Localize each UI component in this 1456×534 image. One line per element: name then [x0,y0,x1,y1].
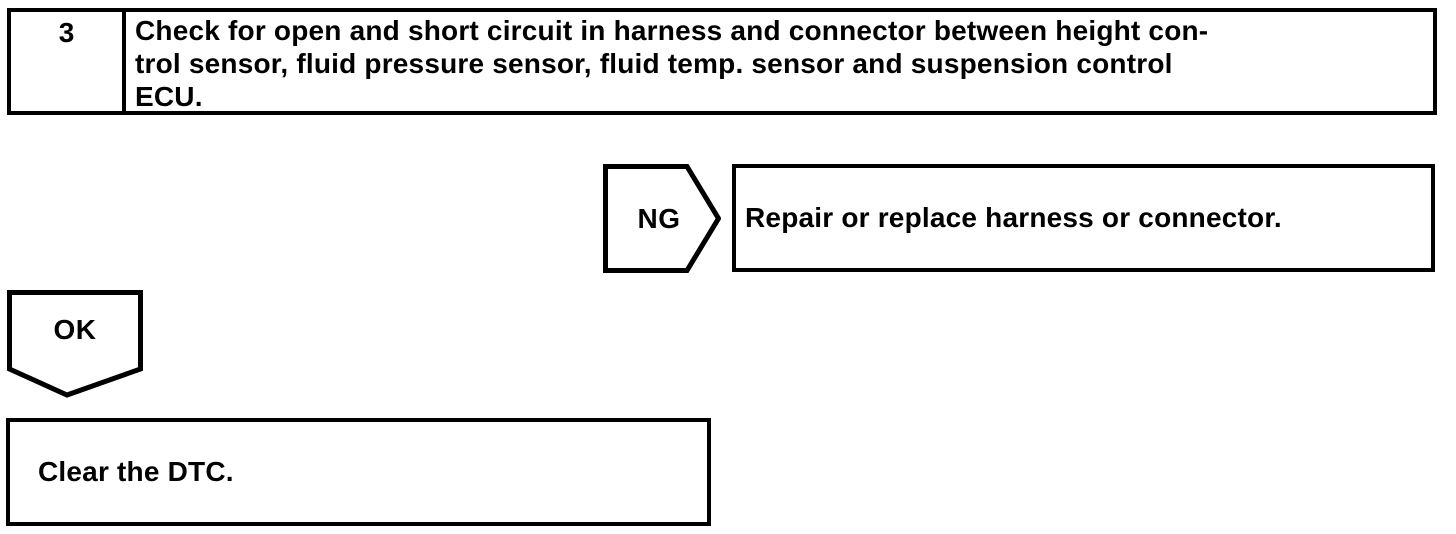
step-instruction: Check for open and short circuit in harn… [126,12,1433,112]
step-instruction-line-3: ECU. [135,81,203,112]
ng-arrow-shape [603,164,721,273]
ng-action-text: Repair or replace harness or connector. [745,202,1282,233]
ok-connector: OK [7,290,143,398]
step-box: 3 Check for open and short circuit in ha… [7,8,1437,115]
step-instruction-line-2: trol sensor, fluid pressure sensor, flui… [135,48,1173,79]
ng-action-box: Repair or replace harness or connector. [732,164,1435,272]
ok-action-text: Clear the DTC. [38,456,234,487]
step-instruction-line-1: Check for open and short circuit in harn… [135,15,1209,46]
ng-connector-label: NG [637,202,681,234]
ok-arrow-shape [7,290,143,398]
ok-action-box: Clear the DTC. [6,418,711,526]
step-number: 3 [11,12,126,111]
ok-connector-label: OK [53,314,97,345]
ng-connector: NG [603,164,721,273]
